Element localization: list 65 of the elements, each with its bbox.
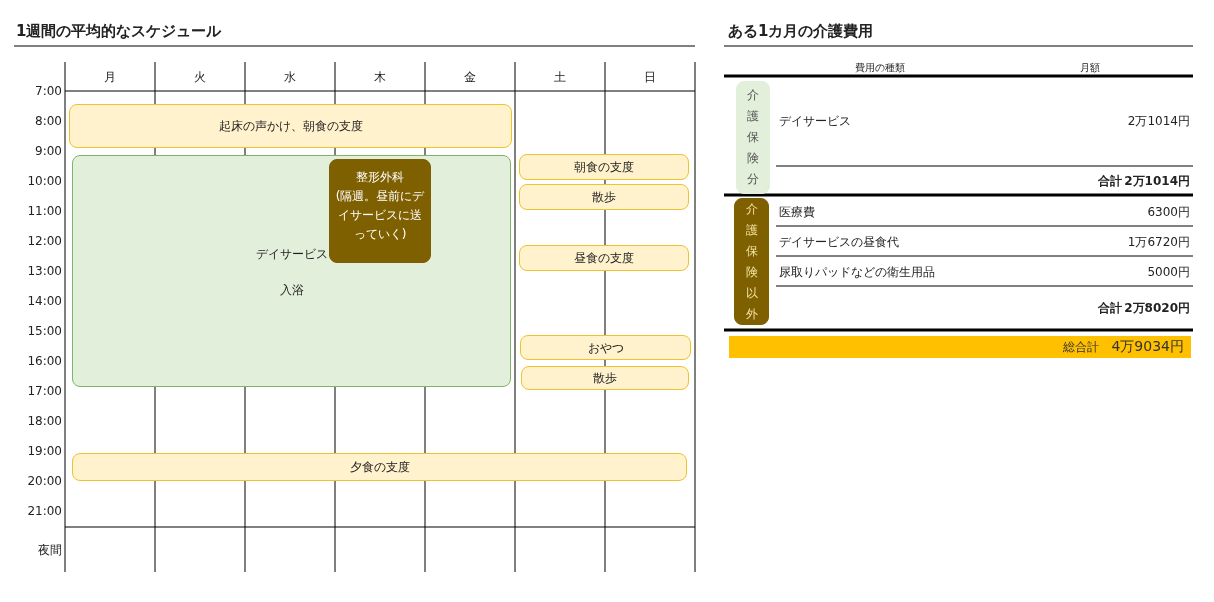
subtotal-amount: 2万8020円	[1124, 300, 1190, 317]
cost-amount: 1万6720円	[1127, 234, 1190, 251]
time-label: 7:00	[35, 84, 62, 98]
subtotal-amount: 2万1014円	[1124, 173, 1190, 190]
time-label: 21:00	[27, 504, 62, 518]
cost-item: デイサービス	[779, 113, 851, 130]
time-label: 18:00	[27, 414, 62, 428]
cost-amount: 2万1014円	[1127, 113, 1190, 130]
category-label: 介護保険分	[746, 87, 760, 188]
time-label: 10:00	[27, 174, 62, 188]
cost-item: 医療費	[779, 204, 815, 221]
subtotal-label: 合計	[1098, 300, 1122, 317]
time-label: 15:00	[27, 324, 62, 338]
time-label: 14:00	[27, 294, 62, 308]
activity-block	[69, 104, 512, 148]
time-label: 8:00	[35, 114, 62, 128]
activity-label: おやつ	[586, 339, 625, 356]
activity-label: 昼食の支度	[573, 249, 635, 267]
time-label: 17:00	[27, 384, 62, 398]
day-header: 日	[644, 69, 656, 86]
activity-label: 朝食の支度	[573, 158, 635, 176]
night-label: 夜間	[38, 542, 62, 559]
time-label: 13:00	[27, 264, 62, 278]
grand-total-amount: 4万9034円	[1111, 338, 1184, 356]
day-header: 火	[194, 69, 206, 86]
category-tag	[736, 81, 770, 194]
column-header: 月額	[1080, 61, 1100, 75]
activity-block	[519, 154, 689, 180]
cost-amount: 5000円	[1147, 264, 1190, 281]
time-label: 11:00	[27, 204, 62, 218]
category-tag	[734, 198, 769, 325]
activity-label: 散歩	[592, 369, 618, 387]
activity-label: 散歩	[591, 188, 617, 206]
day-header: 金	[464, 69, 476, 86]
section-heading: ある1カ月の介護費用	[728, 22, 874, 41]
time-label: 12:00	[27, 234, 62, 248]
appointment-block	[329, 159, 431, 263]
activity-label: デイサービス	[254, 246, 329, 263]
activity-block	[519, 245, 689, 271]
activity-label: 入浴	[278, 282, 305, 299]
day-header: 土	[554, 69, 566, 86]
total-bar	[729, 336, 1191, 358]
time-label: 16:00	[27, 354, 62, 368]
cost-amount: 6300円	[1147, 204, 1190, 221]
appointment-title: 整形外科	[355, 169, 405, 186]
cost-item: デイサービスの昼食代	[779, 234, 899, 251]
appointment-note: (隔週。昼前にデイサービスに送っていく)	[334, 188, 426, 243]
activity-label: 起床の声かけ、朝食の支度	[217, 117, 364, 135]
day-header: 月	[104, 69, 116, 86]
subtotal-label: 合計	[1098, 173, 1122, 190]
column-header: 費用の種類	[855, 61, 905, 75]
day-header: 水	[284, 69, 296, 86]
time-label: 9:00	[35, 144, 62, 158]
activity-label: 夕食の支度	[348, 458, 411, 476]
section-heading: 1週間の平均的なスケジュール	[16, 22, 222, 41]
time-label: 19:00	[27, 444, 62, 458]
category-label: 介護保険以外	[745, 200, 758, 323]
activity-block	[520, 335, 691, 360]
grand-total-label: 総合計	[1063, 338, 1100, 356]
activity-block	[521, 366, 689, 390]
activity-block	[519, 184, 689, 210]
day-header: 木	[374, 69, 386, 86]
activity-block	[72, 453, 687, 481]
activity-block	[72, 155, 511, 387]
time-label: 20:00	[27, 474, 62, 488]
